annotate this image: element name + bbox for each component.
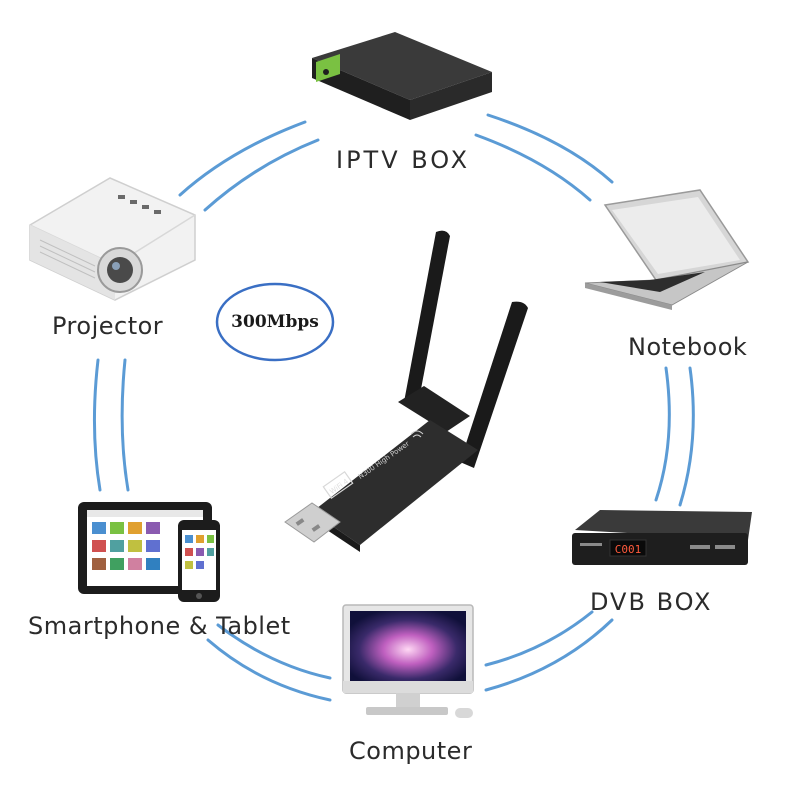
computer-label: Computer — [349, 737, 473, 765]
usb-wifi-adapter-image: WiFi 4 N300 High Power — [284, 230, 528, 552]
connection-arcs — [92, 113, 695, 702]
computer-image — [342, 604, 474, 718]
smartphone-tablet-label: Smartphone & Tablet — [28, 612, 291, 640]
projector-label: Projector — [52, 312, 164, 340]
iptv-box-image — [312, 32, 492, 120]
wifi-symbol-icon — [410, 430, 424, 438]
tablet-app-grid — [92, 522, 160, 570]
projector-image — [29, 177, 196, 301]
notebook-label: Notebook — [628, 333, 748, 361]
notebook-image — [584, 189, 750, 310]
antenna-right — [460, 301, 528, 468]
speed-badge-ring — [215, 282, 335, 362]
dvb-box-label: DVB BOX — [590, 588, 713, 616]
iptv-box-label: IPTV BOX — [336, 146, 471, 174]
tablet-phone-image — [78, 502, 220, 602]
dvb-display-text: C001 — [615, 543, 642, 556]
dvb-box-image: C001 — [572, 510, 752, 565]
antenna-left — [404, 230, 450, 405]
speed-badge-text: 300Mbps — [231, 312, 319, 332]
